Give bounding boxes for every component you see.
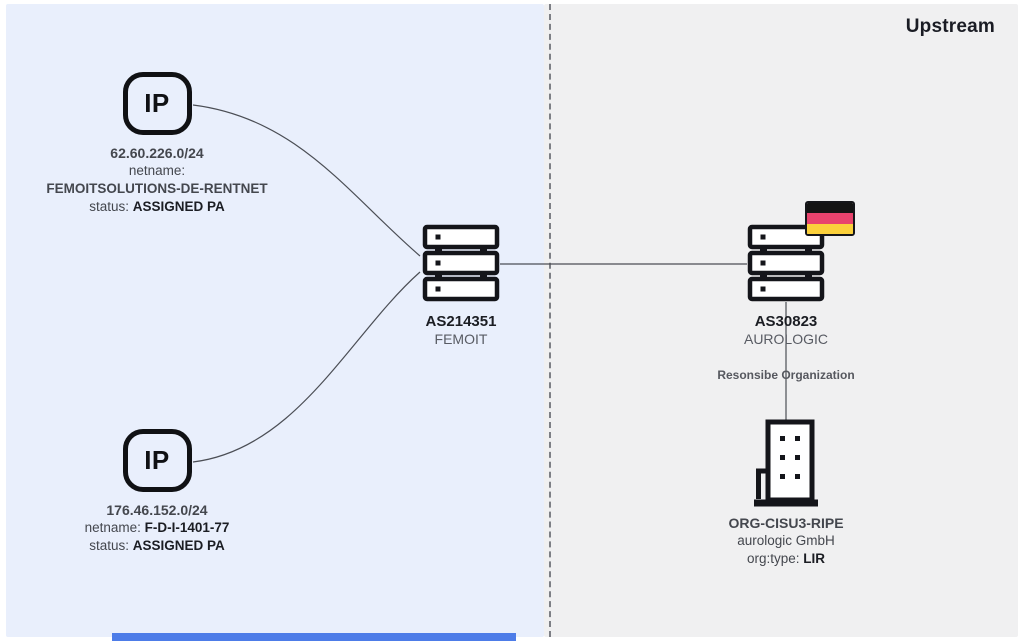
org-name: aurologic GmbH	[737, 533, 835, 548]
building-icon	[754, 419, 818, 507]
germany-flag-icon	[805, 201, 855, 236]
responsible-organization-label: Resonsibe Organization	[717, 368, 855, 382]
flag-stripe-black	[807, 203, 853, 214]
ip-icon: IP	[122, 429, 192, 492]
ip-icon-label: IP	[144, 88, 170, 118]
wire-ip1-to-as214351	[192, 104, 421, 257]
panel-divider-dashed-line	[549, 4, 551, 637]
flag-stripe-red	[807, 213, 853, 224]
server-icon	[747, 224, 825, 302]
asn-name: FEMOIT	[434, 331, 488, 347]
upstream-panel	[544, 4, 1018, 637]
asn-node-as30823[interactable]: AS30823 AUROLOGIC	[711, 201, 861, 348]
server-icon	[422, 224, 500, 302]
org-id: ORG-CISU3-RIPE	[728, 515, 844, 531]
prefix-node-176-46-152[interactable]: IP 176.46.152.0/24 netname: F-D-I-1401-7…	[7, 429, 307, 555]
status-label: status:	[89, 199, 129, 214]
netname-label: netname:	[84, 520, 141, 535]
prefix-node-62-60-226[interactable]: IP 62.60.226.0/24 netname: FEMOITSOLUTIO…	[7, 72, 307, 216]
org-type-line: org:type: LIR	[711, 550, 861, 568]
wire-ip2-to-as214351	[192, 271, 421, 463]
prefixes-panel	[6, 4, 544, 637]
netname-value: F-D-I-1401-77	[144, 520, 230, 535]
prefix-status-line: status: ASSIGNED PA	[7, 198, 307, 216]
upstream-section-title: Upstream	[905, 16, 995, 37]
ip-icon-label: IP	[144, 445, 170, 475]
asn-id: AS30823	[754, 313, 818, 330]
organization-node-org-cisu3-ripe[interactable]: ORG-CISU3-RIPE aurologic GmbH org:type: …	[711, 419, 861, 568]
asn-id: AS214351	[425, 313, 497, 330]
prefix-netname-label: netname:	[128, 163, 186, 178]
status-label: status:	[89, 538, 129, 553]
prefix-netname-line: netname: F-D-I-1401-77	[7, 519, 307, 537]
ip-icon: IP	[122, 72, 192, 135]
prefix-cidr: 176.46.152.0/24	[106, 502, 208, 518]
org-type-label: org:type:	[746, 551, 800, 566]
prefix-netname-value: FEMOITSOLUTIONS-DE-RENTNET	[46, 181, 268, 196]
asn-name: AUROLOGIC	[743, 331, 828, 347]
org-type-value: LIR	[803, 551, 826, 566]
prefix-status-line: status: ASSIGNED PA	[7, 537, 307, 555]
flag-stripe-gold	[807, 223, 853, 234]
status-value: ASSIGNED PA	[132, 199, 225, 214]
horizontal-scrollbar-thumb[interactable]	[112, 633, 516, 641]
status-value: ASSIGNED PA	[132, 538, 225, 553]
asn-node-as214351[interactable]: AS214351 FEMOIT	[386, 224, 536, 348]
prefix-cidr: 62.60.226.0/24	[110, 145, 204, 161]
